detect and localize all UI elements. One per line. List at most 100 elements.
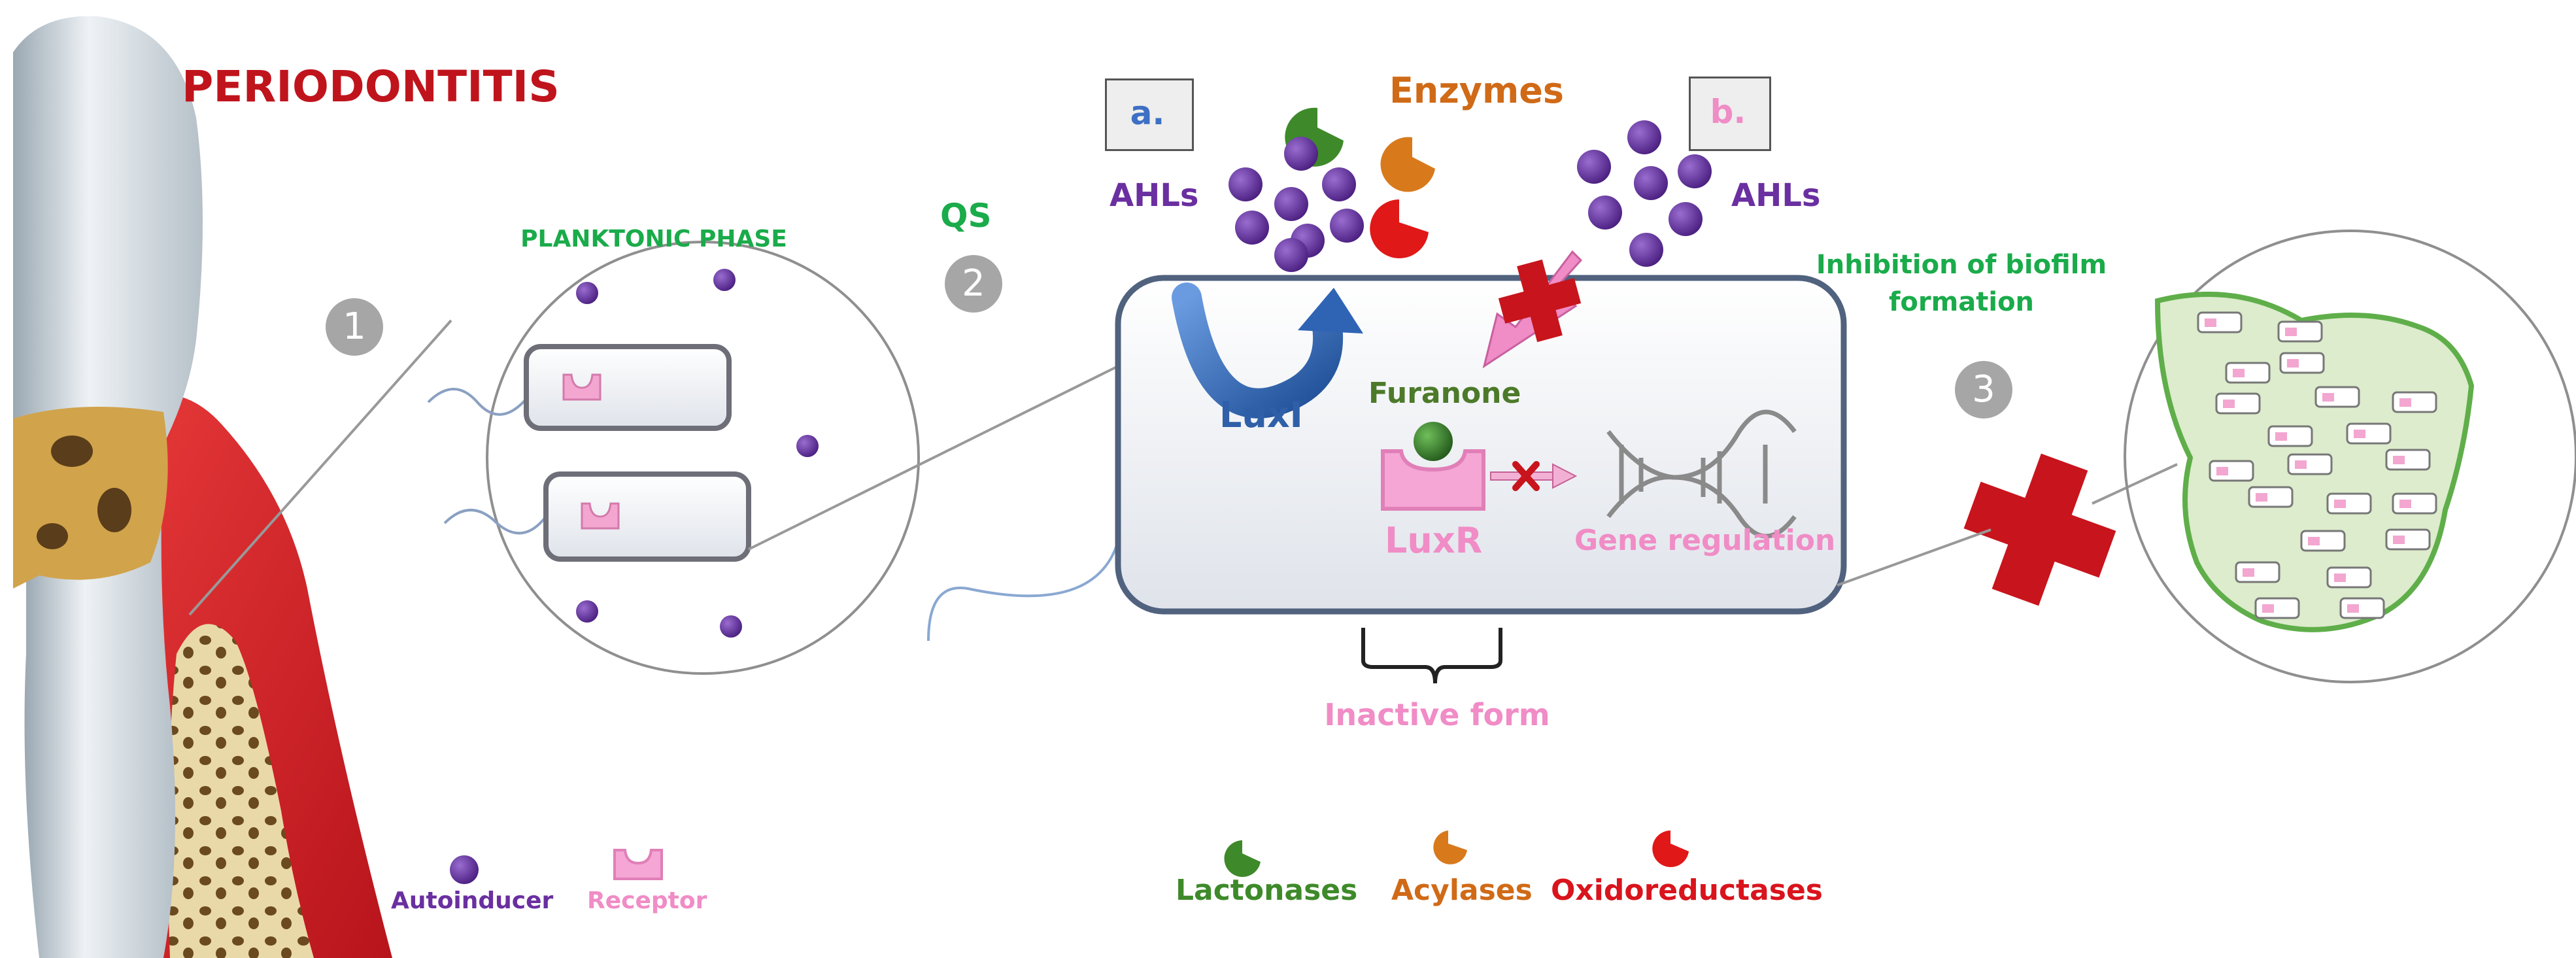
tooth-illustration [13,16,392,958]
biofilm-receptor-icon [2393,536,2405,544]
luxi-synthase-arrow [1172,282,1363,419]
biofilm-bacterium [2215,392,2261,415]
biofilm-bacterium [2197,311,2243,334]
luxi-label: LuxI [1219,394,1303,436]
blocked-signal-arrow [1490,461,1578,491]
ahls-right-label: AHLs [1731,177,1821,214]
legend-acylases-label: Acylases [1391,874,1533,907]
inhibition-label-line1: Inhibition of biofilm [1816,250,2107,280]
biofilm-bacterium [2326,492,2372,515]
legend-autoinducer-icon [450,855,479,884]
autoinducer-molecule [576,600,598,623]
ahls-cluster-a [1229,137,1364,272]
legend-acylase-icon [1433,830,1467,864]
biofilm-bacterium [2235,561,2280,583]
biofilm-bacterium [2254,597,2300,619]
autoinducer-molecule [576,282,598,304]
legend-receptor-icon [613,849,663,880]
step-2-badge: 2 [945,255,1002,313]
furanone-molecule [1414,422,1453,461]
biofilm-receptor-icon [2285,328,2297,336]
diagram-title: PERIODONTITIS [182,61,560,112]
zoom-line [1837,528,1991,587]
biofilm-receptor-icon [2233,369,2245,377]
planktonic-phase-label: PLANKTONIC PHASE [520,226,787,252]
biofilm-bacterium [2287,453,2333,475]
luxr-receptor [1381,449,1485,511]
ahls-cluster-b [1577,120,1712,267]
biofilm-bacterium [2225,362,2271,384]
biofilm-bacterium [2248,486,2294,508]
caries-spot [97,488,131,532]
biofilm-receptor-icon [2322,393,2334,402]
autoinducer-molecule [720,615,742,638]
biofilm-receptor-icon [2205,318,2216,327]
inactive-form-brace [1361,628,1502,684]
legend-oxidoreductases-label: Oxidoreductases [1551,874,1823,907]
biofilm-receptor-icon [2295,460,2307,469]
panel-b-label: b. [1710,93,1746,131]
qs-cell [1115,275,1847,615]
biofilm-bacterium [2385,528,2431,551]
ahls-left-label: AHLs [1110,177,1199,214]
legend-receptor-label: Receptor [587,887,707,914]
biofilm-bacterium [2209,460,2254,482]
legend-oxidoreductase-icon [1652,830,1689,867]
biofilm-bacterium [2346,422,2392,445]
red-cross-icon [1498,259,1582,343]
biofilm-bacterium [2326,566,2372,589]
biofilm-circle [2124,230,2576,683]
legend-lactonase-icon [1224,840,1261,877]
inhibition-label-line2: formation [1888,287,2035,317]
biofilm-receptor-icon [2262,604,2274,613]
inhibition-cross-icon [1963,453,2116,606]
biofilm-bacterium [2279,352,2325,374]
biofilm-bacterium [2392,391,2437,413]
zoom-line [748,365,1119,551]
dna-helix-icon [1606,409,1797,539]
autoinducer-molecule [713,269,736,291]
biofilm-receptor-icon [2393,456,2405,464]
step-3-badge: 3 [1955,361,2012,419]
luxr-label: LuxR [1385,520,1483,561]
biofilm-receptor-icon [2347,604,2359,613]
biofilm-receptor-icon [2399,398,2411,407]
oxidoreductase-enzyme [1370,199,1429,258]
caries-spot [51,436,93,467]
receptor-icon [581,502,620,530]
legend-autoinducer-label: Autoinducer [391,887,554,914]
tooth-crown [13,16,203,458]
planktonic-bacterium [524,344,732,431]
qs-label: QS [940,197,992,235]
biofilm-bacterium [2314,386,2360,408]
biofilm-receptor-icon [2243,568,2254,577]
step-1-badge: 1 [326,298,383,356]
biofilm-receptor-icon [2287,359,2299,368]
zoom-line [188,319,452,616]
panel-a-box [1105,78,1194,151]
flagellum [427,388,528,416]
biofilm-bacterium [2300,530,2346,552]
autoinducer-molecule [796,435,819,457]
biofilm-receptor-icon [2216,467,2228,475]
panel-b-box [1689,77,1771,151]
gene-regulation-label: Gene regulation [1574,524,1836,557]
biofilm-receptor-icon [2256,493,2267,502]
biofilm-bacterium [2267,425,2313,447]
cell-flagellum [927,457,1125,642]
panel-a-label: a. [1130,94,1165,132]
biofilm-receptor-icon [2275,432,2287,441]
biofilm-receptor-icon [2334,500,2346,508]
biofilm-bacterium [2339,597,2385,619]
flagellum [443,509,547,535]
calculus-deposit [13,407,168,589]
biofilm-receptor-icon [2334,573,2346,582]
planktonic-bacterium [543,471,751,562]
biofilm-bacterium [2392,492,2437,515]
biofilm-receptor-icon [2399,500,2411,508]
planktonic-phase-circle [486,241,920,675]
biofilm-receptor-icon [2223,400,2235,408]
receptor-icon [562,373,602,401]
